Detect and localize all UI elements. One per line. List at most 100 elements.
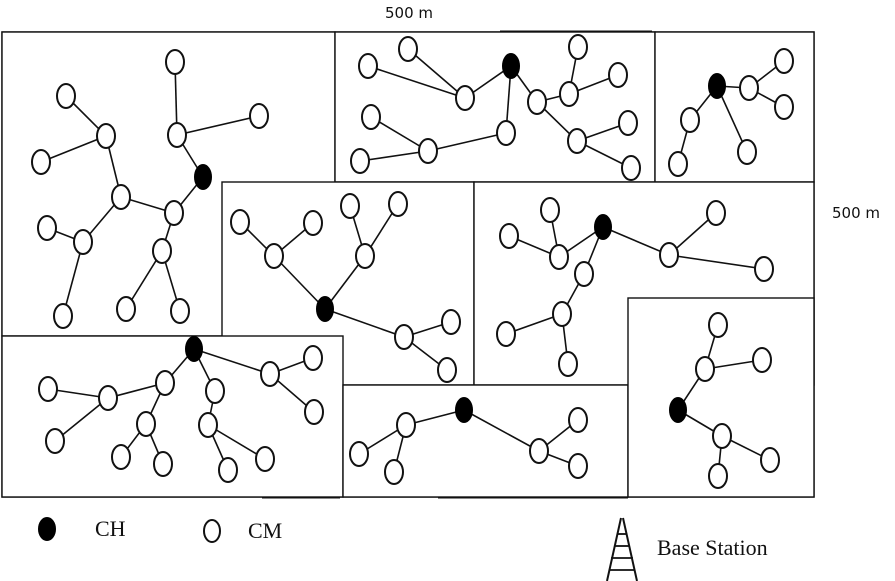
cluster-member-node xyxy=(760,447,780,473)
cluster-member-node xyxy=(73,229,93,255)
cluster-member-node xyxy=(739,75,759,101)
cluster-member-node xyxy=(706,200,726,226)
cluster-member-node xyxy=(455,85,475,111)
cluster-member-node xyxy=(754,256,774,282)
legend-ch-icon xyxy=(38,517,56,541)
legend-cm-icon xyxy=(203,519,221,543)
cluster-member-node xyxy=(303,345,323,371)
cluster-head-node xyxy=(594,214,612,240)
cluster-member-node xyxy=(496,120,516,146)
right-dimension-label: 500 m xyxy=(832,204,880,222)
cluster-region-6 xyxy=(1,335,344,498)
cluster-member-node xyxy=(418,138,438,164)
cluster-member-node xyxy=(264,243,284,269)
cluster-head-node xyxy=(316,296,334,322)
cluster-member-node xyxy=(153,451,173,477)
cluster-member-node xyxy=(111,444,131,470)
cluster-member-node xyxy=(708,463,728,489)
cluster-member-node xyxy=(568,34,588,60)
cluster-head-node xyxy=(194,164,212,190)
cluster-member-node xyxy=(255,446,275,472)
cluster-member-node xyxy=(355,243,375,269)
cluster-member-node xyxy=(680,107,700,133)
cluster-member-node xyxy=(695,356,715,382)
cluster-member-node xyxy=(398,36,418,62)
cluster-member-node xyxy=(303,210,323,236)
cluster-member-node xyxy=(708,312,728,338)
cluster-member-node xyxy=(529,438,549,464)
base-station-icon xyxy=(606,517,638,581)
cluster-member-node xyxy=(349,441,369,467)
cluster-8 xyxy=(669,312,780,489)
cluster-member-node xyxy=(116,296,136,322)
legend-cm-label: CM xyxy=(248,518,282,543)
cluster-member-node xyxy=(568,407,588,433)
cluster-member-node xyxy=(165,49,185,75)
cluster-member-node xyxy=(230,209,250,235)
cluster-member-node xyxy=(136,411,156,437)
cluster-member-node xyxy=(752,347,772,373)
cluster-member-node xyxy=(496,321,516,347)
cluster-member-node xyxy=(388,191,408,217)
cluster-member-node xyxy=(574,261,594,287)
cluster-1 xyxy=(31,49,269,329)
cluster-7 xyxy=(349,397,588,485)
cluster-member-node xyxy=(437,357,457,383)
cluster-member-node xyxy=(774,48,794,74)
cluster-region-2 xyxy=(334,31,656,183)
cluster-member-node xyxy=(659,242,679,268)
cluster-head-node xyxy=(502,53,520,79)
cluster-member-node xyxy=(559,81,579,107)
cluster-member-node xyxy=(38,376,58,402)
cluster-member-node xyxy=(340,193,360,219)
cluster-member-node xyxy=(540,197,560,223)
top-dimension-label: 500 m xyxy=(385,4,433,22)
cluster-member-node xyxy=(396,412,416,438)
cluster-member-node xyxy=(527,89,547,115)
cluster-member-node xyxy=(552,301,572,327)
cluster-head-node xyxy=(185,336,203,362)
cluster-member-node xyxy=(98,385,118,411)
cluster-member-node xyxy=(358,53,378,79)
cluster-member-node xyxy=(304,399,324,425)
legend-ch-label: CH xyxy=(95,516,126,541)
cluster-head-node xyxy=(455,397,473,423)
cluster-region-7 xyxy=(342,384,629,498)
cluster-member-node xyxy=(96,123,116,149)
cluster-member-node xyxy=(218,457,238,483)
cluster-4 xyxy=(230,191,461,383)
cluster-head-node xyxy=(708,73,726,99)
cluster-member-node xyxy=(558,351,578,377)
cluster-member-node xyxy=(31,149,51,175)
cluster-member-node xyxy=(45,428,65,454)
legend-base-station-label: Base Station xyxy=(657,535,768,560)
cluster-member-node xyxy=(53,303,73,329)
cluster-member-node xyxy=(621,155,641,181)
cluster-member-node xyxy=(167,122,187,148)
cluster-member-node xyxy=(205,378,225,404)
cluster-member-node xyxy=(737,139,757,165)
legend: CH CM Base Station xyxy=(38,516,768,581)
cluster-member-node xyxy=(618,110,638,136)
cluster-member-node xyxy=(712,423,732,449)
cluster-member-node xyxy=(394,324,414,350)
cluster-member-node xyxy=(249,103,269,129)
cluster-member-node xyxy=(170,298,190,324)
cluster-6 xyxy=(38,336,324,483)
cluster-member-node xyxy=(37,215,57,241)
cluster-member-node xyxy=(567,128,587,154)
cluster-member-node xyxy=(441,309,461,335)
cluster-member-node xyxy=(549,244,569,270)
cluster-2 xyxy=(350,34,641,181)
cluster-member-node xyxy=(668,151,688,177)
cluster-member-node xyxy=(361,104,381,130)
cluster-member-node xyxy=(260,361,280,387)
cluster-3 xyxy=(668,48,794,177)
cluster-head-node xyxy=(669,397,687,423)
cluster-member-node xyxy=(499,223,519,249)
cluster-member-node xyxy=(155,370,175,396)
cluster-member-node xyxy=(198,412,218,438)
cluster-member-node xyxy=(164,200,184,226)
cluster-5 xyxy=(496,197,774,377)
